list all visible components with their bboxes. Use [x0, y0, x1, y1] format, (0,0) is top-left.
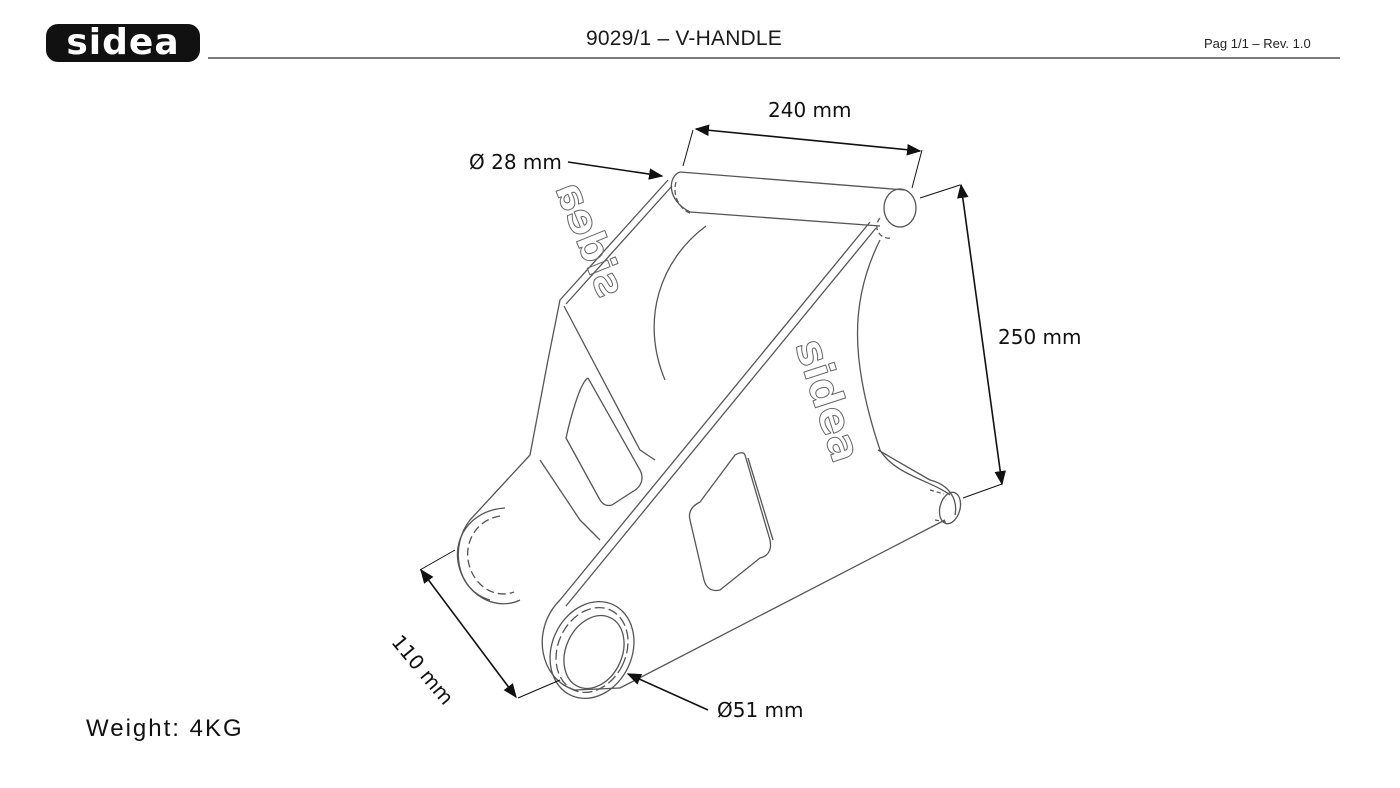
dim-28-leader	[567, 161, 664, 180]
dimension-bar-diameter: Ø 28 mm	[469, 150, 562, 174]
weight-label: Weight: 4KG	[86, 715, 244, 742]
engraved-logo-rear: sidea	[545, 174, 634, 304]
top-bar	[670, 171, 917, 239]
rear-plate	[456, 179, 951, 605]
dim-110-arrow	[420, 568, 517, 699]
front-sleeve	[549, 600, 635, 700]
sidea-logo: sidea	[44, 20, 204, 64]
dim-250-extension-top	[919, 184, 961, 199]
header-divider	[208, 57, 1340, 59]
dim-250-extension-bottom	[962, 483, 1003, 499]
page-revision: Pag 1/1 – Rev. 1.0	[1204, 36, 1311, 51]
dimension-bar-length: 240 mm	[768, 98, 852, 122]
front-plate	[541, 221, 957, 691]
dimension-height: 250 mm	[998, 325, 1082, 349]
logo-text: sidea	[66, 22, 179, 63]
dim-110-extension-bottom	[517, 679, 561, 699]
dim-51-leader	[626, 673, 709, 711]
dimension-sleeve-diameter: Ø51 mm	[717, 698, 804, 722]
svg-text:sidea: sidea	[546, 175, 634, 304]
dim-110-extension-top	[419, 549, 456, 571]
dimension-lines	[419, 124, 1006, 711]
dim-240-extension-right	[911, 149, 923, 189]
handle-geometry: sidea sidea	[456, 171, 962, 700]
dim-250-arrow	[957, 183, 1006, 486]
dim-240-arrow	[694, 124, 922, 156]
document-title: 9029/1 – V-HANDLE	[586, 27, 783, 50]
right-end-stub	[929, 489, 962, 525]
dim-240-extension-left	[682, 129, 694, 167]
